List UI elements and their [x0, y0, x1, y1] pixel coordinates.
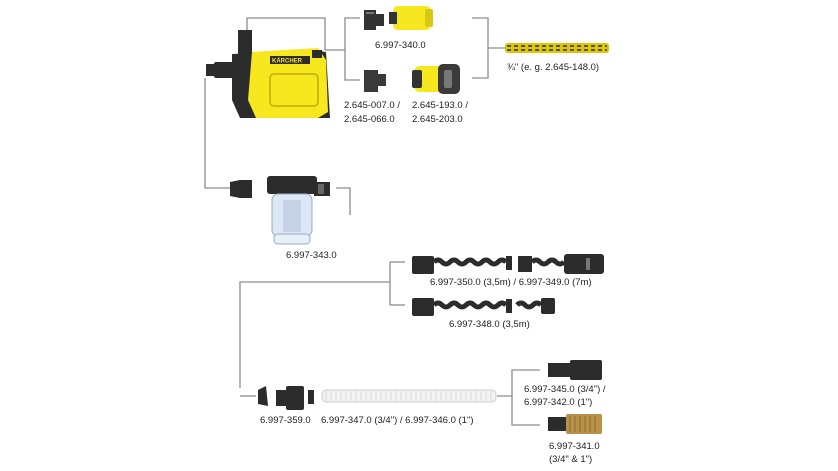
label-brass-filter-line1: 6.997-341.0 — [549, 441, 600, 452]
label-adapter-right-line2: 2.645-203.0 — [412, 114, 463, 125]
label-garden-hose: ¾" (e. g. 2.645-148.0) — [507, 62, 600, 73]
label-brass-filter-line2: (3/4" & 1") — [549, 454, 593, 465]
prefilter — [230, 176, 330, 245]
label-suction-hose-meterware: 6.997-347.0 (3/4") / 6.997-346.0 (1") — [321, 415, 474, 426]
garden-pump: KÄRCHER — [206, 30, 330, 118]
suction-hose-long-set — [412, 254, 604, 274]
label-suction-hose-short: 6.997-348.0 (3,5m) — [449, 319, 530, 330]
connector-lines — [204, 17, 540, 426]
suction-hose-meterware — [321, 389, 497, 403]
label-connector-top: 6.997-340.0 — [375, 40, 426, 51]
label-suction-hose-long: 6.997-350.0 (3,5m) / 6.997-349.0 (7m) — [430, 277, 592, 288]
label-adapter-right-line1: 2.645-193.0 / — [412, 100, 468, 111]
tap-adapter — [364, 70, 386, 92]
brass-suction-filter — [548, 414, 602, 434]
label-prefilter: 6.997-343.0 — [286, 250, 337, 261]
garden-hose — [505, 43, 609, 53]
label-filter-basket: 6.997-359.0 — [260, 415, 311, 426]
suction-filter-set — [548, 360, 602, 380]
filter-basket-parts — [258, 386, 314, 410]
brand-logo: KÄRCHER — [272, 58, 303, 65]
label-adapter-left-line2: 2.645-066.0 — [344, 114, 395, 125]
hose-connector-set — [364, 6, 433, 30]
label-adapter-left-line1: 2.645-007.0 / — [344, 100, 400, 111]
suction-hose-short-set — [412, 298, 555, 316]
label-filter-set-line2: 6.997-342.0 (1") — [524, 397, 593, 408]
aquastop-connector — [412, 64, 460, 94]
label-filter-set-line1: 6.997-345.0 (3/4") / — [524, 384, 606, 395]
